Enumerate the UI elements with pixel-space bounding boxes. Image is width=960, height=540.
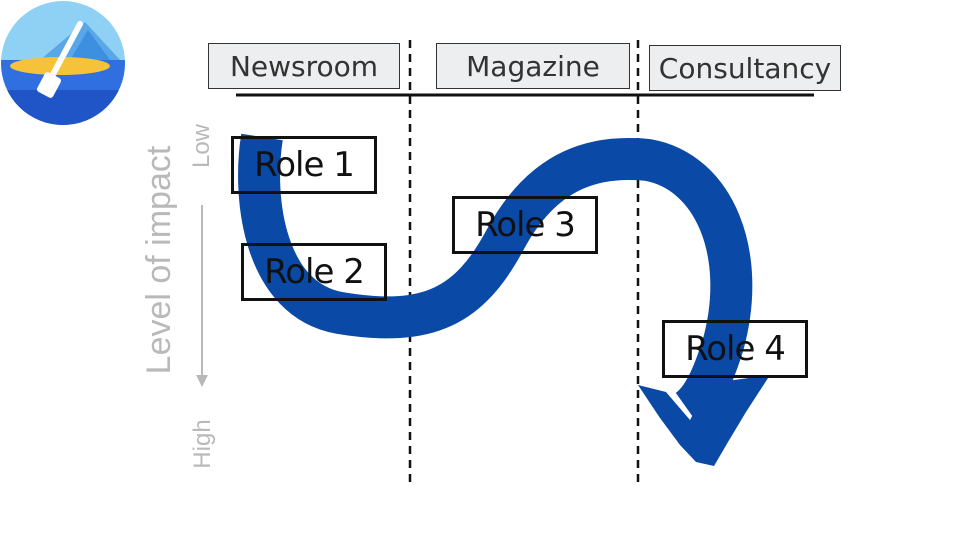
column-header-magazine: Magazine xyxy=(436,43,630,89)
role-4-box: Role 4 xyxy=(662,320,808,378)
arrow-down-icon xyxy=(196,205,208,387)
axis-low-label: Low xyxy=(188,123,215,169)
column-header-newsroom: Newsroom xyxy=(208,43,400,89)
paddle-boat-logo-icon xyxy=(1,1,125,125)
axis-title: Level of impact xyxy=(140,145,178,375)
axis-high-label: High xyxy=(189,419,216,469)
role-2-box: Role 2 xyxy=(241,243,387,301)
arrow-head xyxy=(638,375,770,466)
column-header-consultancy: Consultancy xyxy=(649,45,841,91)
role-1-box: Role 1 xyxy=(231,136,377,194)
role-3-box: Role 3 xyxy=(452,196,598,254)
